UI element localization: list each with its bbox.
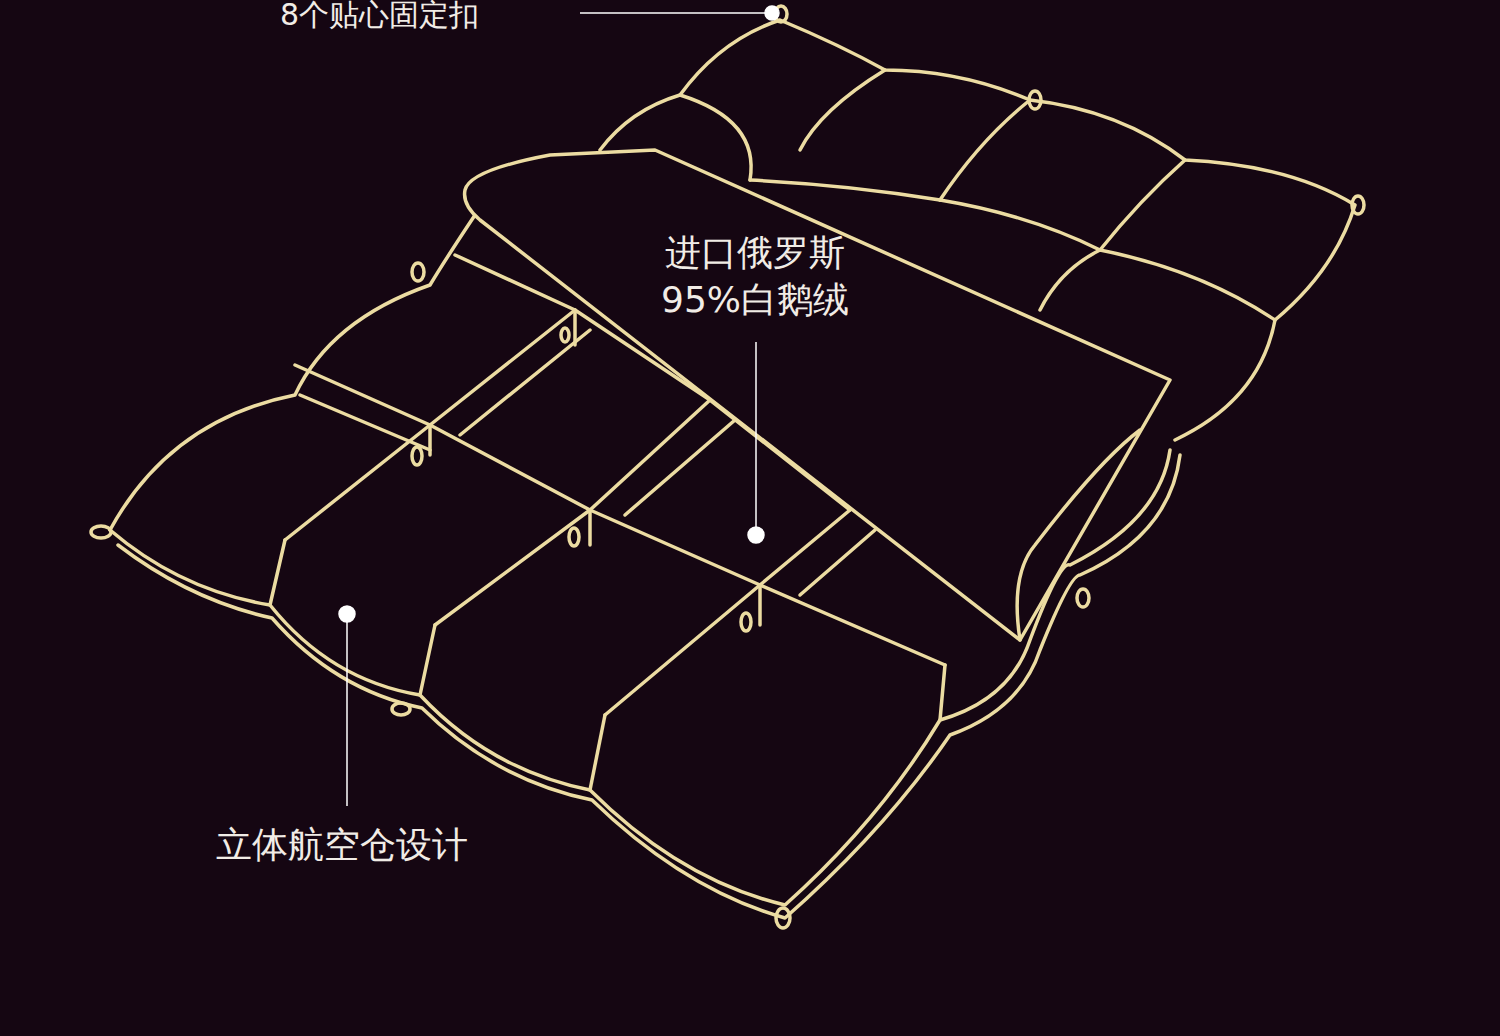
baffle-label: 立体航空仓设计 [182,822,502,869]
down-label: 进口俄罗斯 95%白鹅绒 [635,230,875,324]
fastener-label: 8个贴心固定扣 [280,0,580,30]
